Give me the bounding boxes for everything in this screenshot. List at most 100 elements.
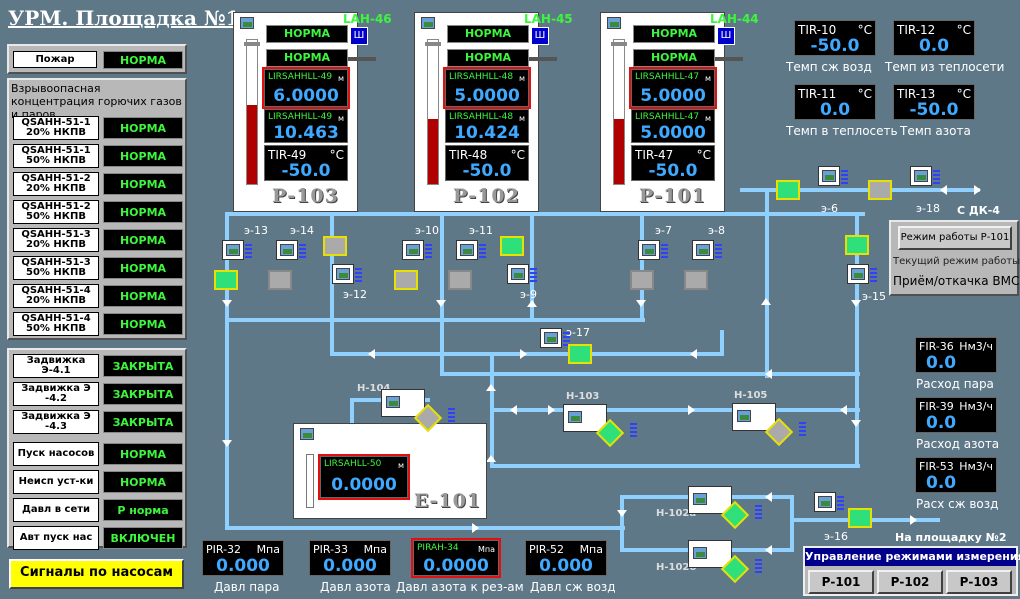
valve-e9[interactable] <box>507 264 537 284</box>
picture-icon <box>737 410 751 422</box>
tank-status-2[interactable]: НОРМА <box>633 49 715 67</box>
from-dk-label: С ДК-4 <box>957 204 1000 217</box>
valve-e9-state[interactable] <box>500 236 524 256</box>
sensor-status[interactable]: НОРМА <box>103 117 183 139</box>
pressure-unit: Мпа <box>363 543 387 556</box>
valve-e11-state[interactable] <box>448 270 472 290</box>
sensor-status[interactable]: НОРМА <box>103 257 183 279</box>
tank-menu-icon[interactable]: Ш <box>350 27 368 45</box>
sensor-status[interactable]: НОРМА <box>103 285 183 307</box>
e101-level-box[interactable]: LIRSAHLL-50 м 0.0000 <box>318 454 410 500</box>
pump-h104[interactable] <box>381 389 455 433</box>
valve-e17[interactable] <box>540 328 570 348</box>
flow-unit: Нм3/ч <box>959 400 993 413</box>
sensor-status[interactable]: НОРМА <box>103 173 183 195</box>
valve-e18-state[interactable] <box>868 180 892 200</box>
valve-e7-state[interactable] <box>630 270 654 290</box>
measure-button-r101[interactable]: Р-101 <box>808 570 874 594</box>
valve-e16[interactable] <box>814 492 844 512</box>
valve-status[interactable]: ЗАКРЫТА <box>103 383 183 405</box>
mode-button[interactable]: Режим работы Р-101 <box>898 226 1012 250</box>
mode-label: Текущий режим работы: <box>893 256 1020 267</box>
e101-value: 0.0000 <box>331 475 397 495</box>
valve-e13-state[interactable] <box>214 270 238 290</box>
valve-status[interactable]: ЗАКРЫТА <box>103 411 183 433</box>
valve-e12[interactable] <box>332 264 362 284</box>
temp-box[interactable]: TIR-48°C-50.0 <box>445 145 529 181</box>
valve-e7[interactable] <box>638 240 668 260</box>
valve-label: э-12 <box>343 288 368 301</box>
indicator-bars-icon <box>933 170 940 185</box>
level-tag: LIRSAHHLL-48 <box>449 72 514 82</box>
e101-card[interactable]: LIRSAHLL-50 м 0.0000 Е-101 <box>293 423 487 519</box>
valve-e15-state[interactable] <box>845 235 869 255</box>
valve-status[interactable]: ЗАКРЫТА <box>103 355 183 377</box>
level-marker <box>611 42 627 46</box>
valve-e6[interactable] <box>818 166 848 186</box>
valve-e16-state[interactable] <box>848 508 872 528</box>
sensor-status[interactable]: НОРМА <box>103 313 183 335</box>
pump-h102a[interactable] <box>688 486 762 530</box>
pump-h103[interactable] <box>563 404 637 448</box>
measure-button-r102[interactable]: Р-102 <box>877 570 943 594</box>
sensor-label: QSAHH-51-1 20% НКПВ <box>13 116 99 140</box>
picture-icon <box>460 244 474 256</box>
valve-e6-state[interactable] <box>776 180 800 200</box>
valve-e17-state[interactable] <box>568 344 592 364</box>
temp-box[interactable]: TIR-13°C-50.0 <box>893 84 975 120</box>
valve-e13[interactable] <box>222 240 252 260</box>
measure-button-r103[interactable]: Р-103 <box>946 570 1012 594</box>
tank-status-1[interactable]: НОРМА <box>266 25 348 43</box>
tank-status-1[interactable]: НОРМА <box>633 25 715 43</box>
valve-e18[interactable] <box>910 166 940 186</box>
valve-e8-state[interactable] <box>684 270 708 290</box>
status-value[interactable]: ВКЛЮЧЕН <box>103 527 183 549</box>
pointer-arrow-icon <box>715 57 743 61</box>
tank-status-2[interactable]: НОРМА <box>266 49 348 67</box>
temp-box[interactable]: TIR-49°C-50.0 <box>264 145 348 181</box>
status-value[interactable]: НОРМА <box>103 443 183 465</box>
sensor-status[interactable]: НОРМА <box>103 229 183 251</box>
tank-menu-icon[interactable]: Ш <box>717 27 735 45</box>
temp-box[interactable]: TIR-10°C-50.0 <box>794 20 876 56</box>
temp-box[interactable]: TIR-47°C-50.0 <box>631 145 715 181</box>
valve-e10[interactable] <box>402 240 432 260</box>
tank-status-1[interactable]: НОРМА <box>447 25 529 43</box>
tank-menu-icon[interactable]: Ш <box>531 27 549 45</box>
status-value[interactable]: Р норма <box>103 499 183 521</box>
status-value[interactable]: НОРМА <box>103 471 183 493</box>
valve-e10-state[interactable] <box>394 270 418 290</box>
pump-signals-button[interactable]: Сигналы по насосам <box>9 559 184 589</box>
valve-e11[interactable] <box>456 240 486 260</box>
valve-e12-state[interactable] <box>323 236 347 256</box>
sensor-status[interactable]: НОРМА <box>103 145 183 167</box>
valve-e15[interactable] <box>847 264 877 284</box>
sensor-status[interactable]: НОРМА <box>103 201 183 223</box>
pump-h102b[interactable] <box>688 540 762 584</box>
valve-e14-state[interactable] <box>268 270 292 290</box>
fire-status[interactable]: НОРМА <box>103 51 183 69</box>
valve-e8[interactable] <box>692 240 722 260</box>
pump-h105[interactable] <box>732 403 806 447</box>
valve-e14[interactable] <box>276 240 306 260</box>
tank-status-2[interactable]: НОРМА <box>447 49 529 67</box>
level-unit: м <box>518 74 525 83</box>
